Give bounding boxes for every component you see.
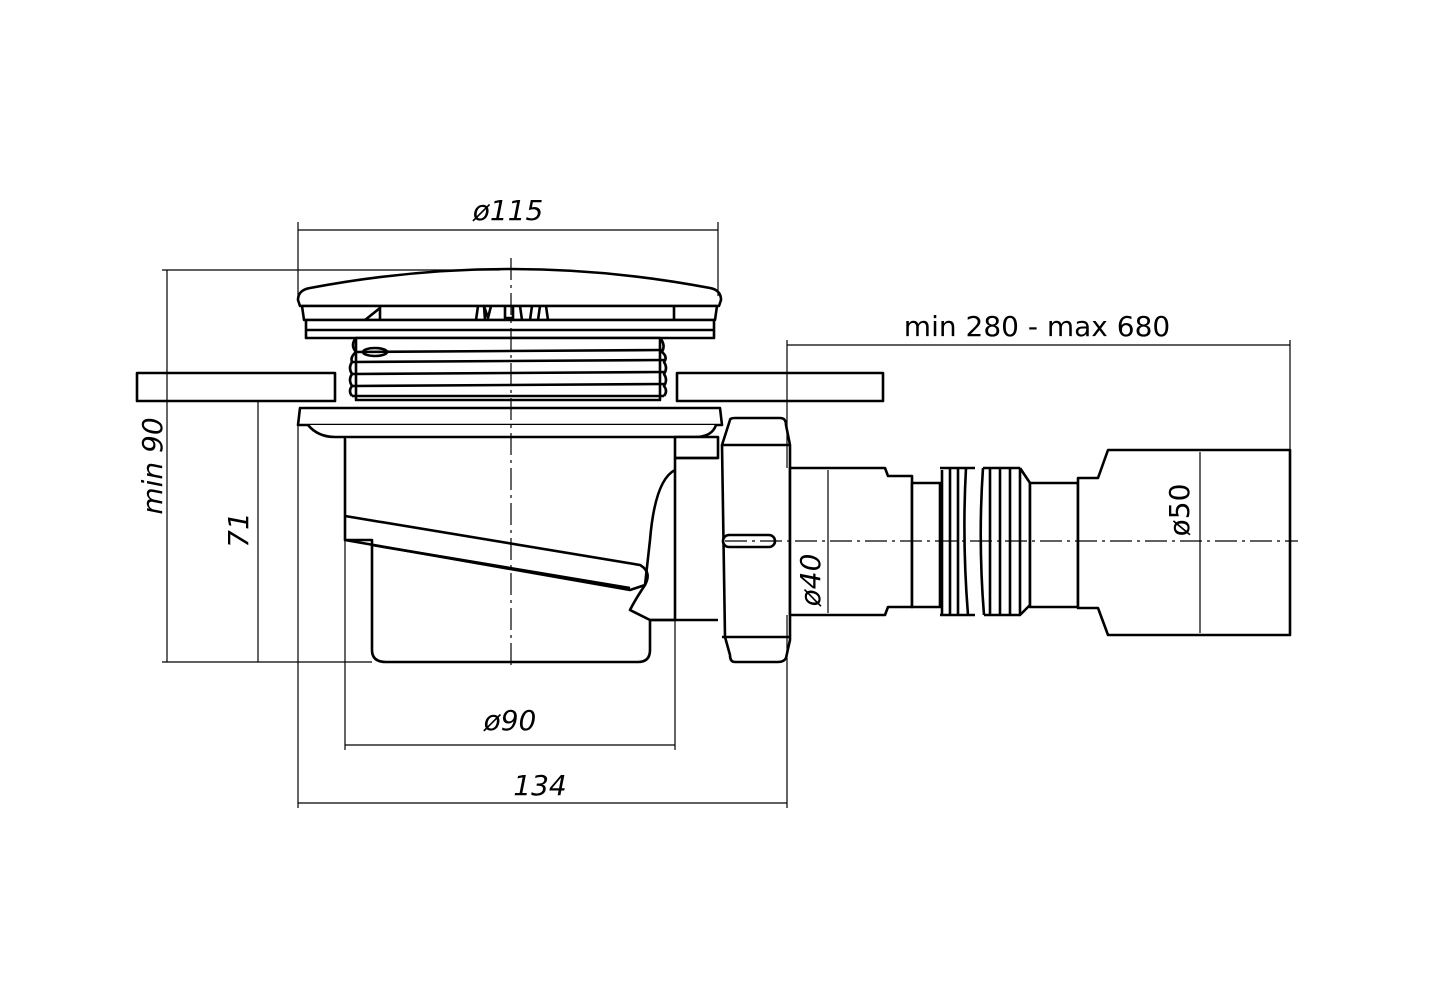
dim-outlet-diameter: ø40 xyxy=(794,554,827,608)
dim-body-height: 71 xyxy=(222,512,255,548)
dim-total-width: 134 xyxy=(513,769,566,802)
drain-cap xyxy=(296,267,723,340)
dimension-lines xyxy=(162,222,1291,808)
dim-cap-diameter: ø115 xyxy=(472,194,544,227)
dim-min-height: min 90 xyxy=(136,417,169,514)
union-nut xyxy=(720,416,792,664)
center-lines xyxy=(510,258,1298,670)
drain-body xyxy=(296,406,724,664)
dim-pipe-diameter: ø50 xyxy=(1163,484,1196,537)
tray-plate xyxy=(135,371,885,403)
thread xyxy=(348,336,668,402)
dim-body-diameter: ø90 xyxy=(483,704,537,737)
outlet-pipe xyxy=(788,448,1292,637)
dim-pipe-length: min 280 - max 680 xyxy=(904,310,1170,343)
